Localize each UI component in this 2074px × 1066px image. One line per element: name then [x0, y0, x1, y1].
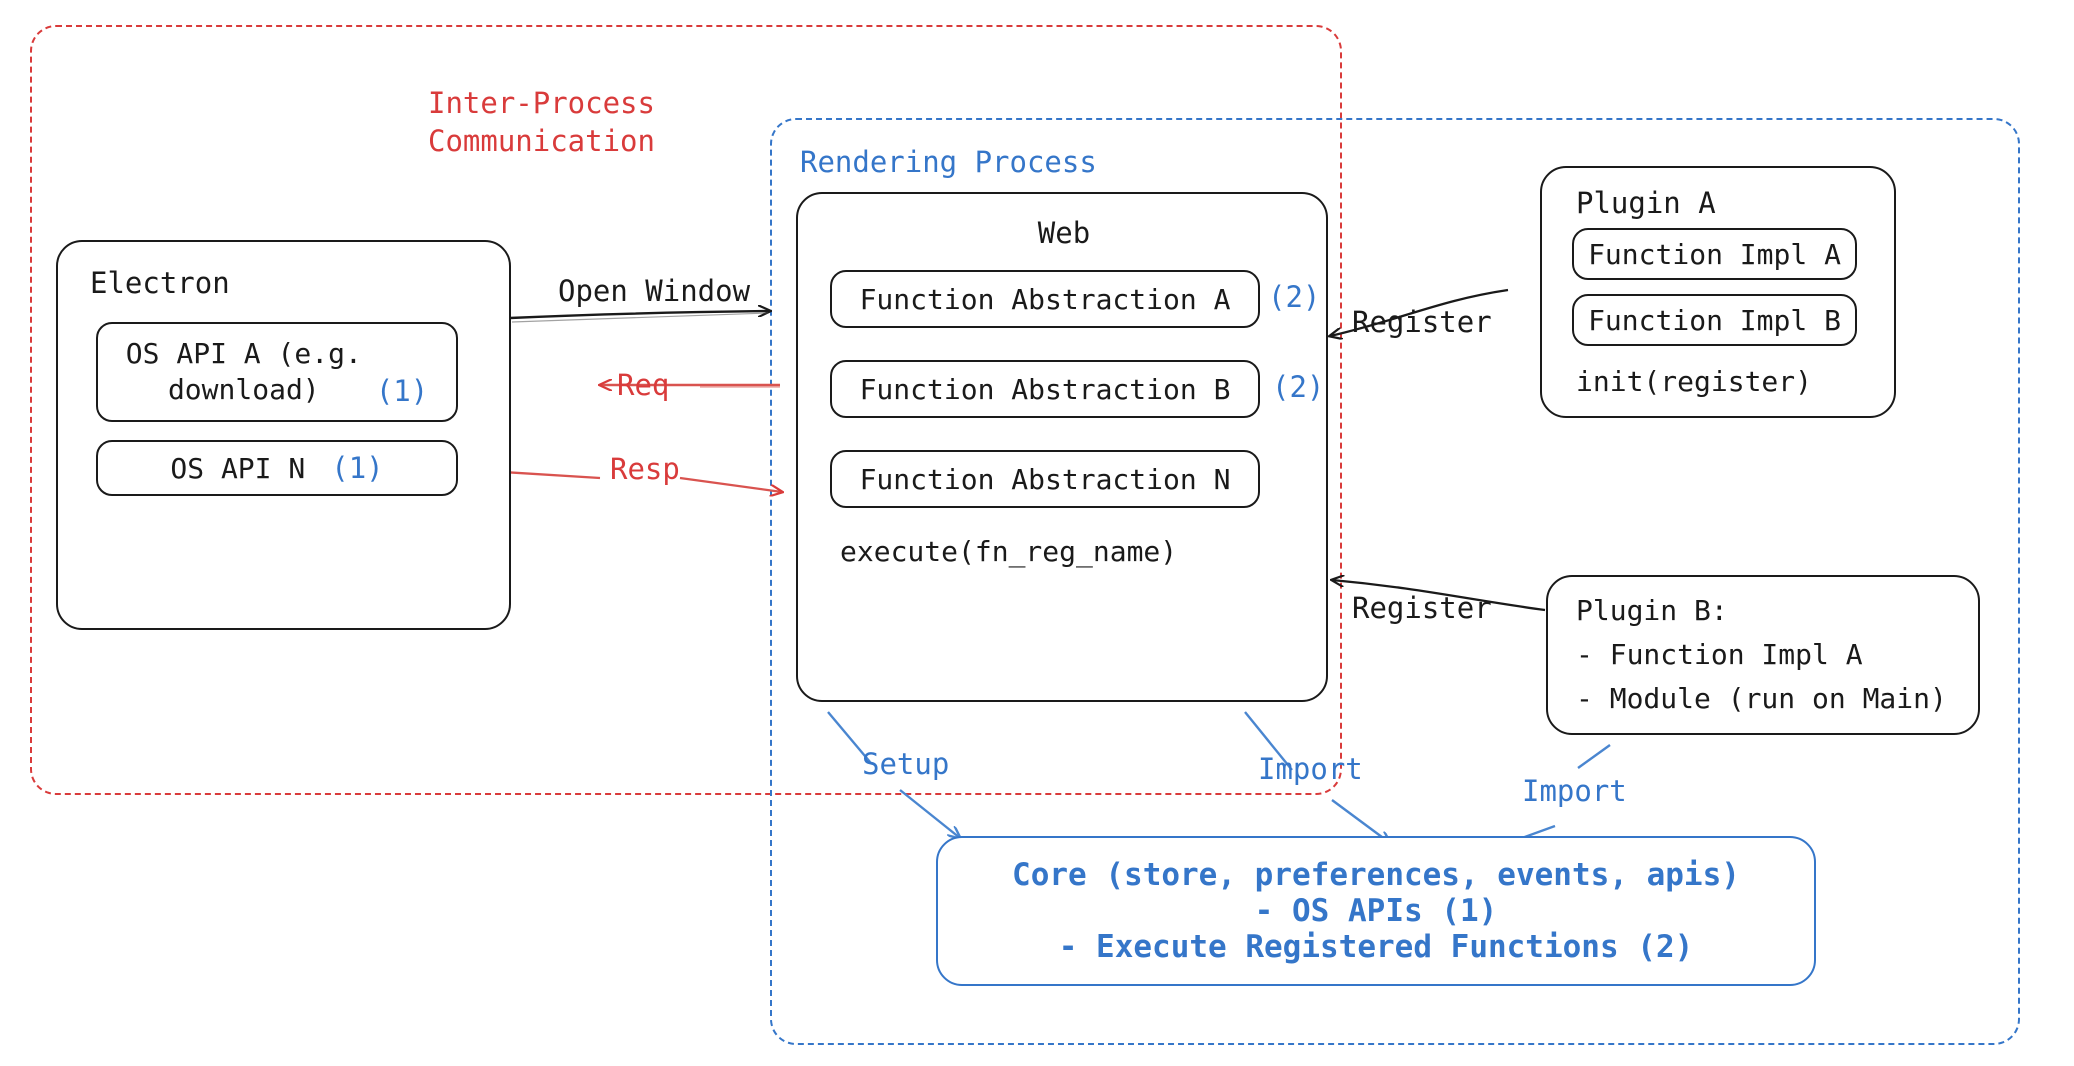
- plugin-b-line-function-impl-a: - Function Impl A: [1576, 638, 1863, 671]
- web-title: Web: [1037, 216, 1091, 250]
- function-abstraction-a-label: Function Abstraction A: [859, 282, 1231, 316]
- web-box: Web Function Abstraction A (2) Function …: [796, 192, 1328, 702]
- function-abstraction-b-box[interactable]: Function Abstraction B: [830, 360, 1260, 418]
- plugin-a-title: Plugin A: [1576, 186, 1716, 220]
- edge-label-resp: Resp: [610, 452, 680, 486]
- electron-box: Electron OS API A (e.g. download) (1) OS…: [56, 240, 511, 630]
- os-api-n-label: OS API N: [170, 451, 306, 485]
- web-execute-label: execute(fn_reg_name): [840, 535, 1178, 568]
- function-abstraction-b-label: Function Abstraction B: [859, 372, 1231, 406]
- function-abstraction-a-marker: (2): [1268, 280, 1321, 314]
- edge-label-open-window: Open Window: [558, 274, 751, 308]
- os-api-n-marker: (1): [331, 451, 384, 485]
- os-api-a-marker: (1): [375, 374, 429, 409]
- group-label-ipc: Inter-Process Communication: [428, 86, 655, 159]
- core-line-os-apis: - OS APIs (1): [1254, 893, 1498, 929]
- group-inter-process-communication: [30, 25, 1342, 795]
- core-title: Core (store, preferences, events, apis): [1012, 857, 1740, 893]
- group-label-rendering-process: Rendering Process: [800, 145, 1097, 179]
- os-api-a-label: OS API A (e.g. download): [125, 336, 362, 406]
- function-impl-b-box[interactable]: Function Impl B: [1572, 294, 1857, 346]
- group-rendering-process: [770, 118, 2020, 1045]
- plugin-b-title: Plugin B:: [1576, 594, 1728, 627]
- os-api-a-box[interactable]: OS API A (e.g. download) (1): [96, 322, 458, 422]
- electron-title: Electron: [90, 266, 230, 300]
- plugin-b-line-module: - Module (run on Main): [1576, 682, 1947, 715]
- function-abstraction-n-label: Function Abstraction N: [859, 462, 1231, 496]
- function-impl-a-label: Function Impl A: [1588, 237, 1841, 271]
- core-box: Core (store, preferences, events, apis) …: [936, 836, 1816, 986]
- plugin-b-box: Plugin B: - Function Impl A - Module (ru…: [1546, 575, 1980, 735]
- core-line-execute-registered-functions: - Execute Registered Functions (2): [1058, 929, 1694, 965]
- edge-label-import-web: Import: [1258, 752, 1363, 786]
- function-abstraction-a-box[interactable]: Function Abstraction A: [830, 270, 1260, 328]
- function-abstraction-n-box[interactable]: Function Abstraction N: [830, 450, 1260, 508]
- os-api-n-box[interactable]: OS API N (1): [96, 440, 458, 496]
- plugin-a-box: Plugin A Function Impl A Function Impl B…: [1540, 166, 1896, 418]
- plugin-a-init-label: init(register): [1576, 365, 1813, 398]
- edge-label-import-plugin: Import: [1522, 774, 1627, 808]
- function-impl-a-box[interactable]: Function Impl A: [1572, 228, 1857, 280]
- function-abstraction-b-marker: (2): [1272, 370, 1325, 404]
- edge-label-setup: Setup: [862, 747, 950, 781]
- edge-label-register-a: Register: [1352, 305, 1492, 339]
- function-impl-b-label: Function Impl B: [1588, 303, 1841, 337]
- edge-label-register-b: Register: [1352, 591, 1492, 625]
- edge-label-req: Req: [617, 368, 670, 402]
